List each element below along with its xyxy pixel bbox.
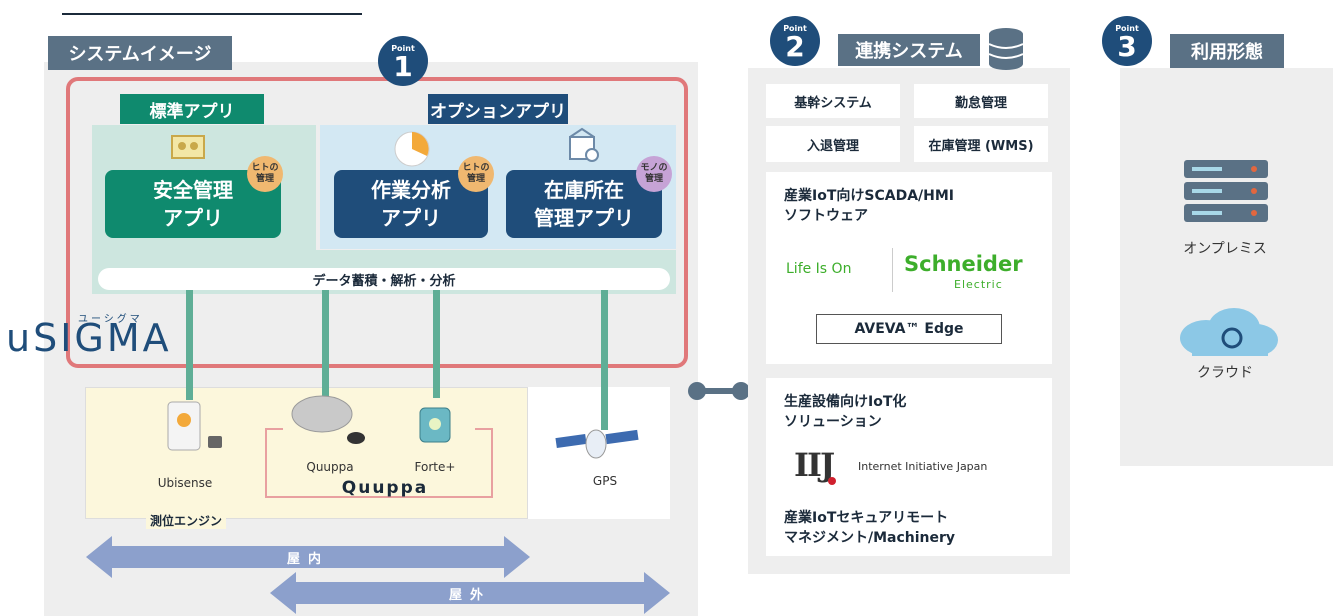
indoor-label: 屋内 (286, 551, 329, 567)
iij-dot (828, 477, 836, 485)
positioning-engine-label: 測位エンジン (146, 512, 227, 529)
logo-divider (892, 248, 893, 292)
top-rule (62, 13, 362, 15)
point-1-small: Point (391, 44, 415, 53)
iij-company-name: Internet Initiative Japan (858, 460, 988, 473)
quuppa-bracket (265, 428, 493, 498)
point-2-badge: Point 2 (770, 16, 820, 66)
scada-box (766, 172, 1052, 364)
forte-tag-icon (419, 407, 451, 443)
iot-solution-box (766, 378, 1052, 556)
point-1-badge: Point 1 (378, 36, 428, 86)
cloud-icon (1180, 308, 1278, 356)
attendance-box: 勤怠管理 (914, 84, 1048, 118)
point-3-number: 3 (1117, 30, 1137, 63)
quuppa-logo: Quuppa (341, 478, 429, 498)
point-3-small: Point (1115, 24, 1139, 33)
point-2-number: 2 (785, 30, 805, 63)
point-1-number: 1 (393, 50, 413, 83)
iij-logo: IIJ (794, 446, 835, 484)
cloud-label: クラウド (1197, 365, 1253, 381)
link-connector-icon (688, 382, 750, 400)
people-tag-2: ヒトの 管理 (458, 156, 494, 192)
usigma-frame (66, 77, 688, 368)
data-analysis-bar: データ蓄積・解析・分析 (98, 268, 670, 290)
ubisense-device-icon (167, 401, 222, 451)
entry-exit-box: 入退管理 (766, 126, 900, 162)
onpremise-label: オンプレミス (1183, 241, 1267, 257)
core-system-box: 基幹システム (766, 84, 900, 118)
inventory-box-icon (569, 127, 599, 162)
remote-management-text: 産業IoTセキュアリモート マネジメント/Machinery (784, 510, 956, 546)
indoor-arrow (86, 536, 530, 578)
goods-tag: モノの 管理 (636, 156, 672, 192)
connector-line (433, 290, 440, 398)
inventory-wms-box: 在庫管理 (WMS) (914, 126, 1048, 162)
quuppa-bracket (265, 428, 283, 430)
database-icon (988, 28, 1024, 70)
connector-line (322, 290, 329, 398)
quuppa-locator-icon (291, 395, 365, 444)
satellite-icon (555, 429, 639, 459)
option-app-tab: オプションアプリ (428, 94, 568, 124)
quuppa-bracket (265, 496, 493, 498)
iot-solution-title: 生産設備向けIoT化 ソリューション (784, 394, 907, 430)
ubisense-label: Ubisense (157, 476, 213, 490)
usage-form-panel (1120, 68, 1333, 466)
inventory-location-app[interactable]: 在庫所在 管理アプリ (506, 170, 662, 238)
scada-title: 産業IoT向けSCADA/HMI ソフトウェア (784, 188, 954, 224)
point-2-small: Point (783, 24, 807, 33)
connector-line (186, 290, 193, 400)
quuppa-bracket (475, 428, 493, 430)
outdoor-arrow (270, 572, 670, 614)
quuppa-label: Quuppa (306, 460, 354, 474)
safety-helmet-icon (171, 135, 205, 159)
usigma-ruby: ユーシグマ (78, 314, 143, 325)
schneider-logo: Schneider (904, 252, 1023, 276)
people-tag-1: ヒトの 管理 (247, 156, 283, 192)
system-image-tab: システムイメージ (48, 36, 232, 70)
linked-system-tab: 連携システム (838, 34, 980, 66)
server-rack-icon (1184, 160, 1268, 222)
pie-chart-icon (394, 131, 430, 167)
usage-form-tab: 利用形態 (1170, 34, 1284, 68)
forte-label: Forte+ (414, 460, 456, 474)
gps-label: GPS (592, 474, 618, 488)
connector-line (601, 290, 608, 430)
point-3-badge: Point 3 (1102, 16, 1152, 66)
life-is-on-logo: Life Is On (786, 261, 852, 277)
electric-logo: Electric (954, 278, 1003, 291)
outdoor-label: 屋外 (448, 587, 491, 603)
usigma-logo: uSIGMA (6, 316, 172, 360)
aveva-edge-box: AVEVA™ Edge (816, 314, 1002, 344)
standard-app-tab: 標準アプリ (120, 94, 264, 124)
